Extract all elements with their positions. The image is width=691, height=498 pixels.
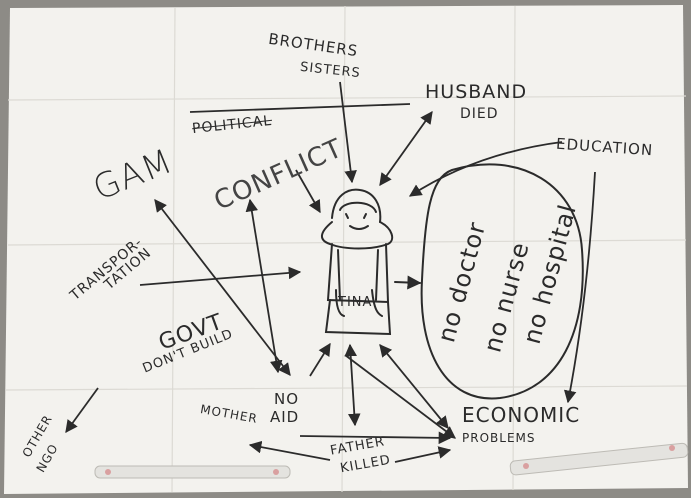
label-husband: HUSBAND — [425, 81, 528, 103]
clip-pin — [105, 469, 111, 475]
bottom-clip-left — [94, 465, 291, 479]
paper-folds — [5, 5, 688, 493]
clip-pin — [523, 463, 529, 469]
clip-pin — [273, 469, 279, 475]
label-tina: TINA — [338, 295, 373, 310]
label-economic: ECONOMIC — [462, 403, 581, 427]
label-died: DIED — [460, 106, 499, 122]
label-no: NO — [274, 390, 300, 408]
label-aid: AID — [270, 408, 300, 426]
clip-pin — [669, 445, 675, 451]
label-problems: PROBLEMS — [462, 431, 536, 445]
bottom-clip-right — [509, 442, 689, 476]
tina-figure — [321, 188, 422, 336]
no-hospital-circle — [420, 163, 584, 400]
connection-arrows — [65, 81, 596, 463]
